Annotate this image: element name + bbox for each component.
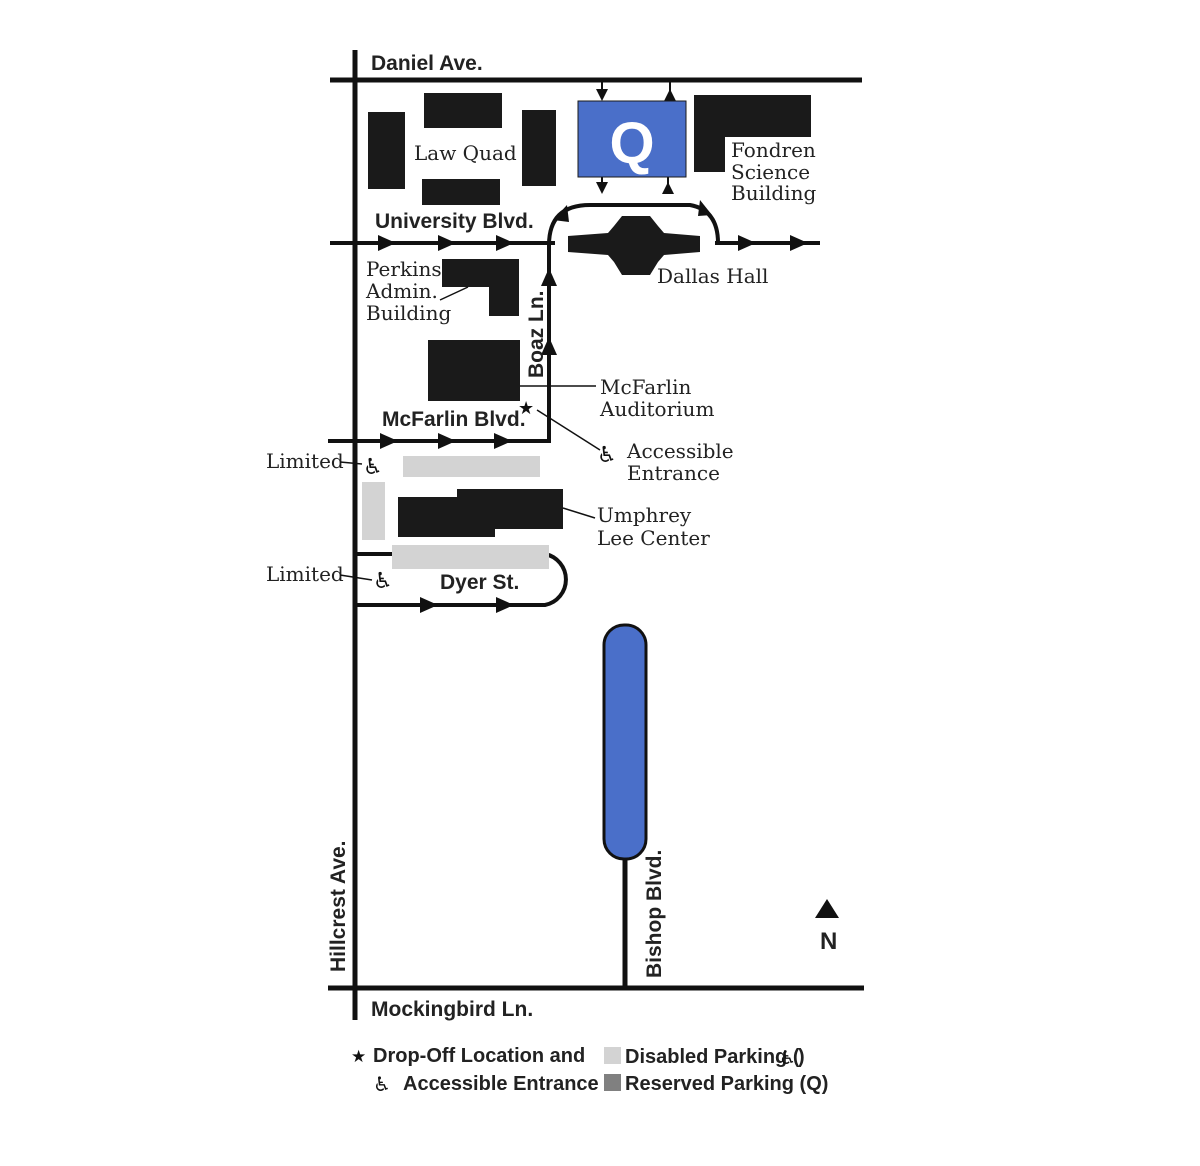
arrow-boaz-2 xyxy=(541,268,557,286)
legend-wheelchair-icon: ♿ xyxy=(373,1072,391,1096)
arrow-university-1 xyxy=(378,235,396,251)
disabled-parking-lot-west xyxy=(362,482,385,540)
dallas-hall-building xyxy=(568,216,700,275)
law-quad-label: Law Quad xyxy=(414,141,517,165)
legend-disabled-swatch xyxy=(604,1047,621,1064)
disabled-parking-lot-dyer xyxy=(392,545,549,569)
mcfarlin-aud-label-line2: Auditorium xyxy=(599,397,714,421)
umphrey-leader-line xyxy=(562,507,596,519)
umphrey-lee-center-building xyxy=(398,489,563,537)
university-blvd-label: University Blvd. xyxy=(375,210,534,233)
dyer-st-label: Dyer St. xyxy=(440,571,519,594)
legend-reserved-label: Reserved Parking (Q) xyxy=(625,1073,828,1095)
mcfarlin-auditorium-building xyxy=(428,340,520,401)
buildings xyxy=(368,93,811,537)
boaz-ln-label: Boaz Ln. xyxy=(525,291,548,379)
arrow-boaz-1 xyxy=(541,337,557,355)
perkins-admin-building xyxy=(442,259,519,316)
arrow-university-3 xyxy=(496,235,514,251)
boaz-ln-road xyxy=(328,203,720,443)
limited-leader-1 xyxy=(339,461,363,465)
arrow-q-in-2 xyxy=(596,182,608,194)
arrow-loop-2 xyxy=(698,200,712,216)
umphrey-label-line2: Lee Center xyxy=(597,526,710,550)
law-quad-east xyxy=(522,110,556,186)
legend-disabled-label: Disabled Parking ( xyxy=(625,1046,800,1068)
arrow-dyer-4 xyxy=(496,597,514,613)
legend-star-icon: ★ xyxy=(351,1047,366,1067)
fondren-science-building xyxy=(694,95,811,172)
north-arrow-icon xyxy=(815,899,839,918)
law-quad-north xyxy=(424,93,502,128)
disabled-parking xyxy=(362,456,549,569)
reserved-parking-q-lot xyxy=(577,100,687,178)
dropoff-leader-line xyxy=(536,409,601,451)
perkins-label-line3: Building xyxy=(366,301,451,325)
mcfarlin-blvd-label: McFarlin Blvd. xyxy=(382,408,526,431)
arrow-dyer-3 xyxy=(420,597,438,613)
accessible-entrance-label-line2: Entrance xyxy=(627,461,720,485)
dropoff-star-icon: ★ xyxy=(518,398,534,419)
perkins-leader-line xyxy=(439,286,469,301)
legend-dropoff-line1: Drop-Off Location and xyxy=(373,1045,585,1067)
arrow-university-east-2 xyxy=(790,235,808,251)
umphrey-label-line1: Umphrey xyxy=(597,503,692,527)
limited-label-1: Limited xyxy=(266,449,344,473)
map-legend: ★ Drop-Off Location and ♿ Accessible Ent… xyxy=(351,1045,828,1096)
perkins-label-line1: Perkins xyxy=(366,257,442,281)
accessible-entrance-wheelchair-icon: ♿ xyxy=(597,443,617,468)
legend-reserved-swatch xyxy=(604,1074,621,1091)
accessible-entrance-label-line1: Accessible xyxy=(626,439,734,463)
legend-disabled-wheelchair-icon: ♿ xyxy=(779,1047,796,1069)
limited-leader-2 xyxy=(339,574,373,581)
fondren-label-line1: Fondren xyxy=(731,138,816,162)
hillcrest-ave-label: Hillcrest Ave. xyxy=(327,840,350,972)
legend-dropoff-line2: Accessible Entrance xyxy=(403,1073,599,1095)
daniel-ave-label: Daniel Ave. xyxy=(371,52,483,75)
arrow-q-out-2 xyxy=(662,182,674,194)
mcfarlin-aud-label-line1: McFarlin xyxy=(600,375,691,399)
bishop-blvd-label: Bishop Blvd. xyxy=(643,850,666,978)
arrow-mcfarlin-2 xyxy=(438,433,456,449)
arrow-mcfarlin-1 xyxy=(380,433,398,449)
dallas-hall-label: Dallas Hall xyxy=(657,264,768,288)
arrow-university-east-1 xyxy=(738,235,756,251)
limited-wheelchair-icon-2: ♿ xyxy=(373,569,393,594)
bishop-blvd-reserved-lot xyxy=(602,623,648,861)
limited-label-2: Limited xyxy=(266,562,344,586)
disabled-parking-lot-north xyxy=(403,456,540,477)
fondren-label-line2: Science xyxy=(731,160,810,184)
law-quad-west xyxy=(368,112,405,189)
dyer-st-road xyxy=(357,552,568,607)
arrow-mcfarlin-3 xyxy=(494,433,512,449)
arrow-q-out-1 xyxy=(664,89,676,101)
reserved-parking-q-label: Q xyxy=(609,111,654,176)
law-quad-south xyxy=(422,179,500,205)
mockingbird-ln-label: Mockingbird Ln. xyxy=(371,998,533,1021)
north-label: N xyxy=(820,928,837,955)
arrow-q-in-1 xyxy=(596,89,608,101)
arrow-university-2 xyxy=(438,235,456,251)
fondren-label-line3: Building xyxy=(731,181,816,205)
limited-wheelchair-icon-1: ♿ xyxy=(363,455,383,480)
perkins-label-line2: Admin. xyxy=(365,279,438,303)
legend-disabled-close: ) xyxy=(798,1046,805,1068)
arrow-loop-1 xyxy=(553,205,569,222)
